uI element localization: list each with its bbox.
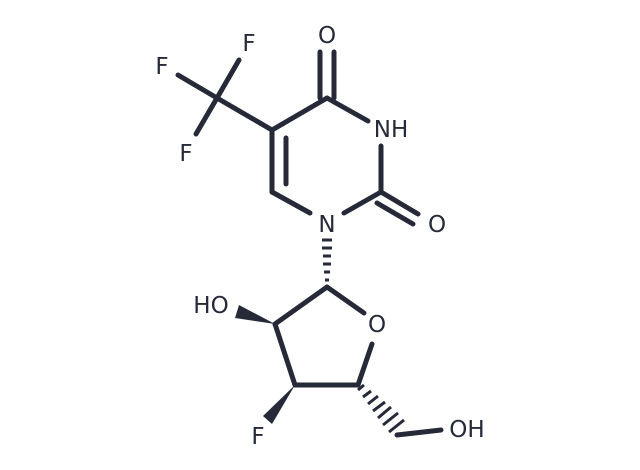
bond-c2-o-a (378, 189, 421, 217)
bond-cf3-f-top (214, 57, 242, 101)
atom-o-ring: O (368, 312, 386, 338)
bond-c1-o4 (324, 284, 367, 316)
atom-f-left: F (155, 54, 168, 80)
bond-n1-c6 (269, 189, 313, 216)
bond-cf3-f-bottom (193, 95, 220, 137)
atom-nh: NH (374, 117, 409, 143)
atom-f-bottom: F (179, 141, 192, 167)
wedge-c3-f (263, 385, 295, 424)
bond-c4-c5 (269, 95, 330, 133)
bond-c2p-c1p (272, 284, 330, 327)
atom-o-carbonyl-right: O (428, 212, 446, 238)
hashed-bond-n1-c1 (322, 238, 332, 282)
atom-o-carbonyl-top: O (318, 23, 336, 49)
bond-o4-c4p (355, 341, 375, 388)
bond-c2-o-b (374, 200, 416, 227)
bond-c2-n1 (341, 189, 384, 216)
atom-oh: OH (449, 417, 484, 443)
bond-c5p-oh (394, 427, 444, 438)
atom-f-sugar: F (251, 424, 264, 450)
atom-f-top: F (242, 31, 255, 57)
bond-c4-n3 (324, 95, 371, 124)
hashed-bond-c4-c5 (357, 383, 405, 434)
bond-cf3-f-left (175, 72, 220, 101)
bond-c3p-c2p (272, 321, 298, 388)
bond-c5-cf3 (214, 95, 275, 133)
atom-ho: HO (193, 293, 228, 319)
wedge-c2-oh (235, 305, 275, 324)
atom-n1: N (318, 212, 335, 238)
